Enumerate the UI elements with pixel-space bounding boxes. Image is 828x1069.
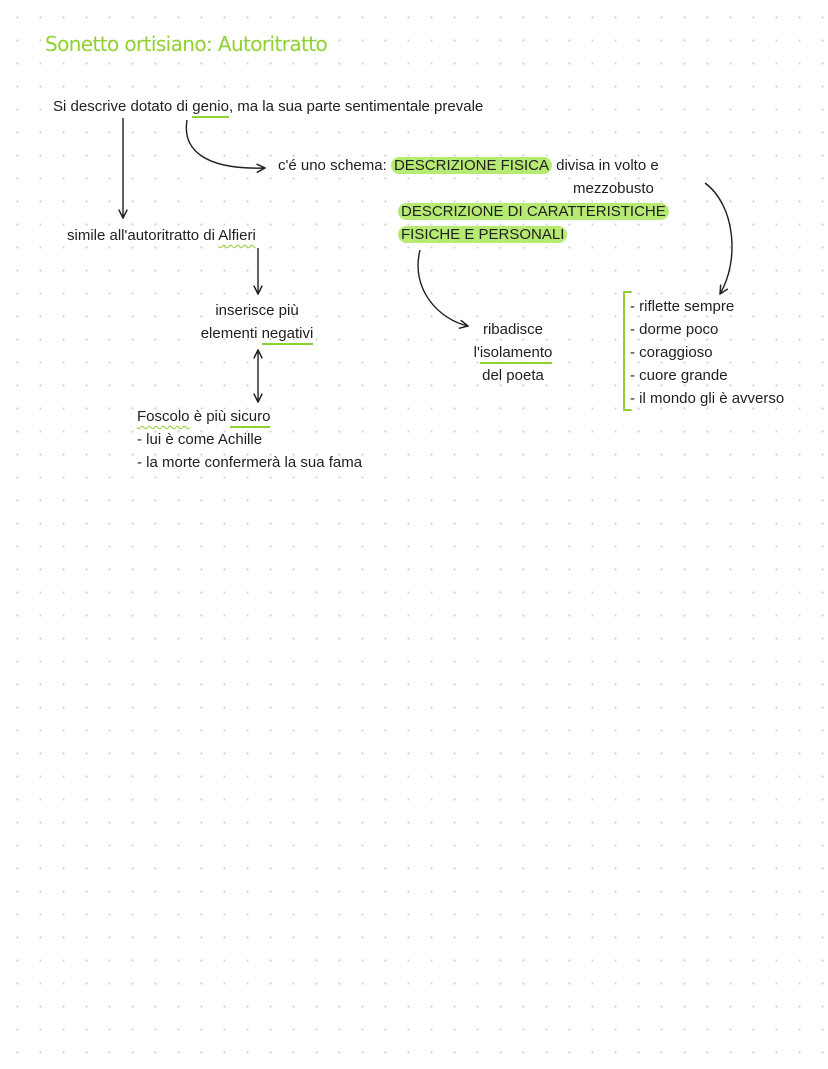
caratteristiche-line1: DESCRIZIONE DI CARATTERISTICHE — [398, 200, 669, 223]
alfieri-pre: simile all'autoritratto di — [67, 227, 219, 244]
caratteristiche-highlight-1: DESCRIZIONE DI CARATTERISTICHE — [398, 203, 669, 220]
foscolo-mid: è più — [189, 408, 231, 425]
intro-line: Si descrive dotato di genio, ma la sua p… — [53, 95, 483, 118]
intro-post: , ma la sua parte sentimentale prevale — [228, 98, 484, 115]
inserisce-pre: elementi — [200, 325, 262, 342]
ribadisce-pre: l' — [473, 344, 480, 361]
isolamento-underlined: isolamento — [479, 344, 553, 364]
schema-pre: c'é uno schema: — [278, 157, 391, 174]
negativi-underlined: negativi — [261, 325, 314, 345]
schema-line: c'é uno schema: DESCRIZIONE FISICA divis… — [278, 154, 659, 177]
foscolo-item: - lui è come Achille — [137, 431, 263, 448]
ribadisce-line3: del poeta — [482, 367, 544, 384]
inserisce-line2: elementi negativi — [180, 322, 334, 345]
caratteristiche-line2: FISICHE E PERSONALI — [398, 223, 568, 246]
alfieri-line: simile all'autoritratto di Alfieri — [67, 224, 256, 247]
genio-underlined: genio — [192, 98, 229, 118]
trait-item: - coraggioso — [630, 344, 713, 361]
trait-item: - il mondo gli è avverso — [630, 390, 785, 407]
schema-line2: mezzobusto — [573, 180, 654, 197]
traits-bracket — [623, 291, 632, 411]
arrow-mezzobusto-to-traits — [704, 182, 733, 294]
foscolo-line: Foscolo è più sicuro — [137, 405, 271, 428]
caratteristiche-highlight-2: FISICHE E PERSONALI — [398, 226, 568, 243]
ribadisce-line1: ribadisce — [482, 321, 544, 338]
sicuro-underlined: sicuro — [230, 408, 271, 428]
ribadisce-line2: l'isolamento — [450, 341, 576, 364]
trait-item: - dorme poco — [630, 321, 719, 338]
alfieri-name: Alfieri — [218, 227, 256, 244]
arrow-genio-to-schema — [185, 119, 265, 168]
arrow-caratteristiche-to-ribadisce — [417, 249, 468, 326]
page-title: Sonetto ortisiano: Autoritratto — [45, 32, 328, 56]
descrizione-fisica-highlight: DESCRIZIONE FISICA — [390, 157, 552, 174]
schema-post: divisa in volto e — [551, 157, 659, 174]
trait-item: - riflette sempre — [630, 298, 735, 315]
inserisce-line1: inserisce più — [215, 302, 299, 319]
foscolo-item: - la morte confermerà la sua fama — [137, 454, 363, 471]
trait-item: - cuore grande — [630, 367, 728, 384]
intro-pre: Si descrive dotato di — [53, 98, 193, 115]
foscolo-name: Foscolo — [137, 408, 190, 425]
